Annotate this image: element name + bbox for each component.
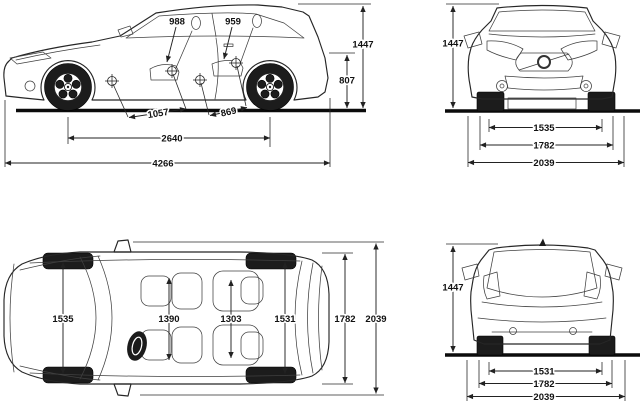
rear-view: 1447 1531 1782 2039 xyxy=(441,238,640,401)
rear-bumper-crease xyxy=(318,265,323,371)
car-body-outline xyxy=(467,4,617,100)
front-seats xyxy=(140,272,203,364)
bumper-top-line xyxy=(477,317,607,323)
dim-side-wheelbase: 2640 xyxy=(161,134,182,145)
grille xyxy=(515,52,573,72)
roof-antenna xyxy=(539,238,546,246)
tailgate-line xyxy=(481,301,603,308)
left-tire xyxy=(476,91,505,112)
front-wheel xyxy=(44,63,92,111)
dim-rear-mirror-width: 2039 xyxy=(533,392,554,401)
cowl-line xyxy=(488,33,596,38)
hip-point-marker-icon xyxy=(193,73,207,87)
lower-intake xyxy=(504,75,584,91)
rear-legroom-leader-a xyxy=(200,82,210,116)
door-seam xyxy=(214,37,219,100)
top-mirror xyxy=(113,239,132,253)
dim-side-rear-headroom: 959 xyxy=(225,17,241,28)
dim-rear-body-width: 1782 xyxy=(533,379,554,390)
hood-crease-left xyxy=(19,255,101,271)
left-mirror xyxy=(461,263,480,281)
hip-point-marker-icon xyxy=(165,64,179,78)
left-mirror xyxy=(463,31,483,49)
dim-side-load-height: 807 xyxy=(339,76,355,87)
fog-light xyxy=(24,80,36,92)
b-pillar xyxy=(211,13,217,37)
dim-side-front-headroom: 988 xyxy=(169,17,185,28)
dim-top-front-shoulder: 1390 xyxy=(158,314,179,325)
right-mirror xyxy=(604,263,623,281)
dim-front-track: 1535 xyxy=(533,123,555,134)
front-legroom-leader-b xyxy=(172,73,187,110)
car-body-outline xyxy=(470,244,614,345)
right-tire xyxy=(588,335,616,356)
air-dam xyxy=(507,97,577,110)
right-fog-light xyxy=(580,80,592,92)
rear-seats xyxy=(212,270,264,366)
grille-logo-icon xyxy=(537,55,551,69)
windshield xyxy=(488,9,596,32)
dim-top-mirror-width: 2039 xyxy=(365,314,386,325)
hip-point-marker-icon xyxy=(105,74,119,88)
dim-front-mirror-width: 2039 xyxy=(533,158,554,169)
front-seat xyxy=(149,16,201,81)
dim-front-height: 1447 xyxy=(442,39,463,50)
dim-top-front-track: 1535 xyxy=(52,314,74,325)
dim-side-front-legroom: 1057 xyxy=(147,107,170,121)
rear-headroom-leader xyxy=(222,26,233,60)
windshield-base-arc xyxy=(79,256,97,380)
door-handle xyxy=(223,43,234,47)
rear-wheel xyxy=(246,63,294,111)
front-legroom-dim-line xyxy=(128,107,187,120)
car-body-outline xyxy=(3,4,329,101)
dim-top-body-width: 1782 xyxy=(334,314,355,325)
front-view: 1447 1535 1782 2039 xyxy=(441,3,640,171)
dim-side-rear-legroom: 869 xyxy=(220,105,238,119)
side-mirror xyxy=(117,25,134,38)
dim-top-rear-shoulder: 1303 xyxy=(220,314,241,325)
rear-window-arc xyxy=(294,260,303,376)
bottom-mirror xyxy=(113,383,132,397)
rear-legroom-dim-line xyxy=(209,106,248,117)
rear-window xyxy=(486,249,598,298)
dim-side-length: 4266 xyxy=(152,159,173,170)
left-taillight xyxy=(483,271,501,300)
front-bumper-crease xyxy=(9,263,15,373)
right-headlight xyxy=(560,40,598,61)
steering-wheel xyxy=(127,331,147,361)
beltline-left xyxy=(29,259,301,264)
windshield-top-arc xyxy=(97,255,113,381)
right-taillight xyxy=(583,271,601,300)
hood-crease-right xyxy=(19,365,101,381)
headlight xyxy=(9,51,52,65)
hip-point-marker-icon xyxy=(229,56,243,70)
right-mirror xyxy=(601,31,621,49)
hood-crease xyxy=(15,44,101,61)
beltline-right xyxy=(29,372,301,377)
dim-side-height: 1447 xyxy=(352,40,373,51)
rear-roof-arc xyxy=(307,262,314,374)
left-tire xyxy=(476,335,504,356)
left-bumper-detail xyxy=(509,327,517,335)
hip-point-markers xyxy=(105,56,243,88)
side-windows xyxy=(125,12,305,39)
dim-top-rear-track: 1531 xyxy=(274,314,296,325)
right-bumper-detail xyxy=(569,327,577,335)
side-view: 988 959 1447 807 1057 869 2640 4266 xyxy=(3,3,375,171)
left-fog-light xyxy=(496,80,508,92)
top-view: 1535 1390 1303 1531 1782 2039 xyxy=(3,239,388,397)
right-tire xyxy=(587,91,616,112)
dim-rear-track: 1531 xyxy=(533,367,555,378)
front-headroom-leader xyxy=(165,26,177,63)
dim-rear-height: 1447 xyxy=(442,283,463,294)
car-body-outline xyxy=(3,251,330,385)
rear-legroom-leader-b xyxy=(236,65,247,107)
dim-front-body-width: 1782 xyxy=(533,141,554,152)
front-legroom-leader-a xyxy=(112,83,129,118)
